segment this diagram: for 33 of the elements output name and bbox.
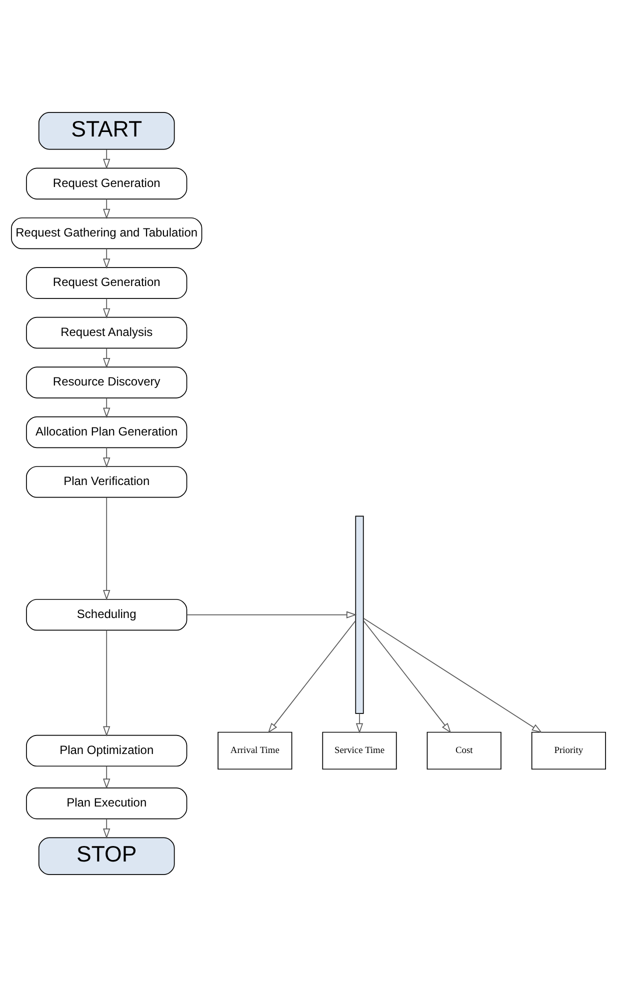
node-box: Request Analysis <box>26 316 188 349</box>
arrow <box>363 618 542 733</box>
arrow <box>103 248 110 269</box>
node-box: Resource Discovery <box>26 366 188 398</box>
arrow <box>103 497 110 600</box>
arrow <box>103 818 110 839</box>
node-box: Arrival Time <box>218 732 292 770</box>
node-box: Priority <box>531 732 606 770</box>
node-box: Plan Verification <box>26 466 188 498</box>
arrow <box>103 149 110 170</box>
arrow <box>363 620 452 734</box>
node-box: Plan Optimization <box>26 734 188 767</box>
node-box: Request Generation <box>26 267 188 299</box>
arrow <box>103 766 110 789</box>
node-box: Scheduling <box>26 598 188 631</box>
node-box: Allocation Plan Generation <box>26 416 188 448</box>
node-box: Service Time <box>322 732 397 770</box>
arrow <box>103 298 110 319</box>
node-box: Request Generation <box>26 168 188 200</box>
node-box: Request Gathering and Tabulation <box>11 217 202 250</box>
arrow <box>103 630 110 737</box>
node-box: START <box>38 112 175 150</box>
arrow <box>103 198 110 220</box>
node-box: Cost <box>426 732 502 770</box>
node-box: Plan Execution <box>26 788 188 820</box>
arrow <box>268 620 356 734</box>
arrow <box>356 713 364 734</box>
arrow <box>103 447 110 468</box>
node-box: STOP <box>38 837 175 875</box>
arrow <box>186 611 357 618</box>
arrow <box>103 348 110 368</box>
arrow <box>103 398 110 418</box>
node-bar <box>355 516 364 714</box>
